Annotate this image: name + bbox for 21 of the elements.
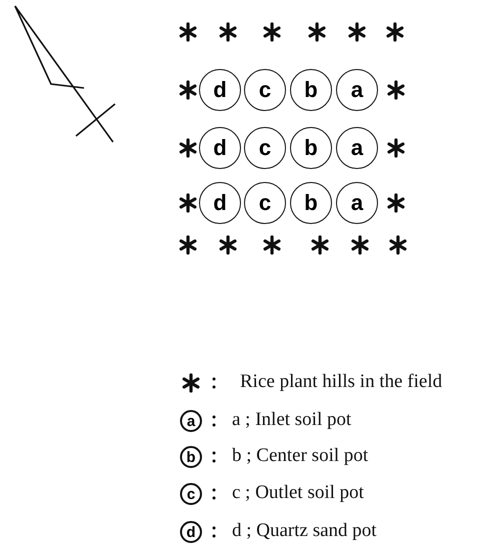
pot-circle: c	[244, 127, 286, 169]
legend-text: c ; Outlet soil pot	[232, 482, 364, 504]
pot-circle: d	[199, 69, 241, 111]
pot-circle: d	[199, 182, 241, 224]
legend-text: Rice plant hills in the field	[240, 371, 442, 393]
pot-circle: a	[336, 182, 378, 224]
pot-circle: d	[199, 127, 241, 169]
legend-text: a ; Inlet soil pot	[232, 409, 352, 431]
pot-circle: a	[336, 127, 378, 169]
legend-text: b ; Center soil pot	[232, 445, 368, 467]
legend-symbol: d	[180, 521, 202, 543]
legend-text: d ; Quartz sand pot	[232, 520, 377, 542]
legend-symbol: b	[180, 446, 202, 468]
pot-circle: a	[336, 69, 378, 111]
pot-circle: b	[290, 69, 332, 111]
pot-circle: b	[290, 127, 332, 169]
legend-symbol: c	[180, 483, 202, 505]
pot-circle: b	[290, 182, 332, 224]
pot-circle: c	[244, 182, 286, 224]
pot-circle: c	[244, 69, 286, 111]
legend-symbol: a	[180, 410, 202, 432]
